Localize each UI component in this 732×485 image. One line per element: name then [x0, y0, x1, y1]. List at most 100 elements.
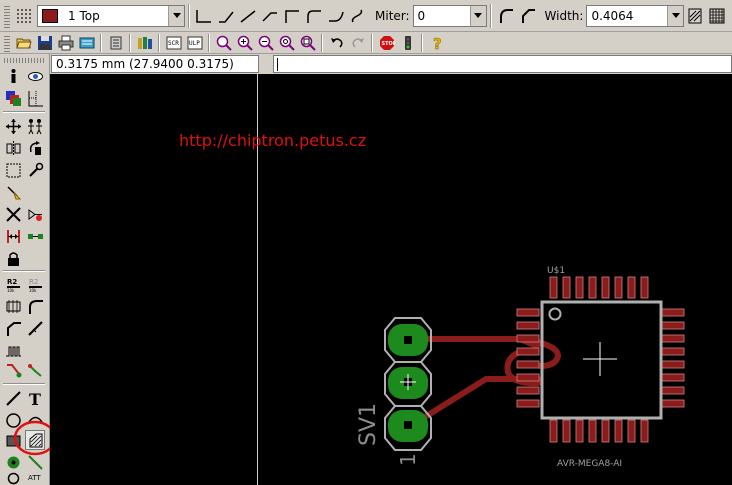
redo-icon[interactable]: [347, 33, 368, 53]
paste-icon[interactable]: [3, 182, 23, 202]
toolbar-handle[interactable]: [4, 33, 10, 52]
stop-icon[interactable]: STOP: [376, 33, 397, 53]
redraw-icon[interactable]: [276, 33, 297, 53]
zoom-in-icon[interactable]: [234, 33, 255, 53]
ic-name: U$1: [547, 266, 565, 276]
help-icon[interactable]: ?: [426, 33, 447, 53]
hole-icon[interactable]: [3, 472, 23, 485]
action-toolbar: SCR ULP STOP ?: [0, 32, 732, 54]
wire-bend-90-icon[interactable]: [193, 5, 215, 27]
attribute-icon[interactable]: ATT: [25, 472, 45, 485]
ic-pads-left: [516, 308, 540, 408]
add-icon[interactable]: [25, 204, 45, 224]
change-icon[interactable]: [25, 160, 45, 180]
ic-u1[interactable]: U$1 AVR-MEGA8-AI: [516, 266, 685, 469]
show-icon[interactable]: [25, 66, 45, 86]
undo-icon[interactable]: [326, 33, 347, 53]
wire-bend-straight-icon[interactable]: [237, 5, 259, 27]
rect-icon[interactable]: [3, 430, 23, 450]
miter-round-icon[interactable]: [495, 5, 517, 27]
svg-text:?: ?: [433, 35, 442, 51]
toolbar-handle[interactable]: [4, 58, 44, 63]
save-icon[interactable]: [34, 33, 55, 53]
text-icon[interactable]: T: [25, 388, 45, 408]
go-icon[interactable]: [397, 33, 418, 53]
miter-value: 0: [417, 8, 426, 23]
board-canvas[interactable]: http://chiptron.petus.cz SV1: [50, 74, 732, 485]
zoom-select-icon[interactable]: [297, 33, 318, 53]
grid-icon[interactable]: [13, 5, 35, 27]
run-icon[interactable]: [105, 33, 126, 53]
display-icon[interactable]: [3, 88, 23, 108]
ulp-icon[interactable]: ULP: [184, 33, 205, 53]
smash-icon[interactable]: [3, 296, 23, 316]
wire-icon[interactable]: [3, 388, 23, 408]
polygon-icon[interactable]: [25, 430, 45, 450]
chevron-down-icon[interactable]: [469, 5, 486, 26]
chevron-down-icon[interactable]: [667, 5, 684, 26]
connector-pin-label: 1: [396, 453, 420, 466]
group-icon[interactable]: [3, 160, 23, 180]
svg-text:10k: 10k: [29, 288, 37, 293]
via-icon[interactable]: [3, 452, 23, 472]
ic-pads-right: [661, 308, 685, 408]
split-icon[interactable]: [3, 318, 23, 338]
width-grid-icon[interactable]: [706, 5, 728, 27]
cam-icon[interactable]: [76, 33, 97, 53]
connector-sv1[interactable]: SV1 1: [356, 317, 432, 466]
svg-text:SCR: SCR: [168, 40, 179, 47]
lock-icon[interactable]: [3, 248, 23, 268]
wire-bend-45b-icon[interactable]: [259, 5, 281, 27]
arc-icon[interactable]: [25, 410, 45, 430]
rotate-icon[interactable]: [25, 138, 45, 158]
divider: [489, 3, 492, 28]
ripup-icon[interactable]: [3, 360, 23, 380]
width-lock-icon[interactable]: [684, 5, 706, 27]
toolbar-handle[interactable]: [4, 3, 10, 28]
copy-icon[interactable]: [25, 116, 45, 136]
divider: [129, 33, 131, 52]
wire-route-icon[interactable]: [25, 360, 45, 380]
mark-icon[interactable]: [25, 88, 45, 108]
ic-outline: [540, 300, 663, 420]
circle-icon[interactable]: [3, 410, 23, 430]
open-icon[interactable]: [13, 33, 34, 53]
route-icon[interactable]: [3, 340, 23, 360]
replace-icon[interactable]: [25, 226, 45, 246]
trace-3: [517, 336, 561, 369]
print-icon[interactable]: [55, 33, 76, 53]
pin1-marker: [548, 307, 562, 321]
signal-icon[interactable]: [25, 452, 45, 472]
origin-cross: [583, 342, 617, 376]
connector-outline: [384, 405, 432, 451]
ic-pads-bottom: [549, 419, 649, 443]
command-input[interactable]: [273, 55, 732, 73]
wire-bend-45-icon[interactable]: [215, 5, 237, 27]
miter-field[interactable]: 0: [412, 4, 487, 27]
chevron-down-icon[interactable]: [168, 5, 184, 26]
divider: [3, 383, 45, 385]
move-icon[interactable]: [3, 116, 23, 136]
wire-bend-arc2-icon[interactable]: [325, 5, 347, 27]
trace-2: [504, 349, 541, 387]
pinswap-icon[interactable]: [3, 226, 23, 246]
layer-select[interactable]: 1 Top: [37, 4, 185, 27]
divider: [158, 33, 160, 52]
wire-bend-free-icon[interactable]: [347, 5, 369, 27]
mirror-icon[interactable]: [3, 138, 23, 158]
script-icon[interactable]: SCR: [163, 33, 184, 53]
library-icon[interactable]: [134, 33, 155, 53]
delete-icon[interactable]: [3, 204, 23, 224]
wire-bend-arc-icon[interactable]: [303, 5, 325, 27]
origin-cross: [400, 374, 416, 390]
info-icon[interactable]: [3, 66, 23, 86]
width-field[interactable]: 0.4064: [586, 4, 685, 27]
optimize-icon[interactable]: [25, 318, 45, 338]
zoom-out-icon[interactable]: [255, 33, 276, 53]
miter-icon[interactable]: [25, 296, 45, 316]
miter-straight-icon[interactable]: [517, 5, 539, 27]
zoom-fit-icon[interactable]: [213, 33, 234, 53]
wire-bend-90b-icon[interactable]: [281, 5, 303, 27]
